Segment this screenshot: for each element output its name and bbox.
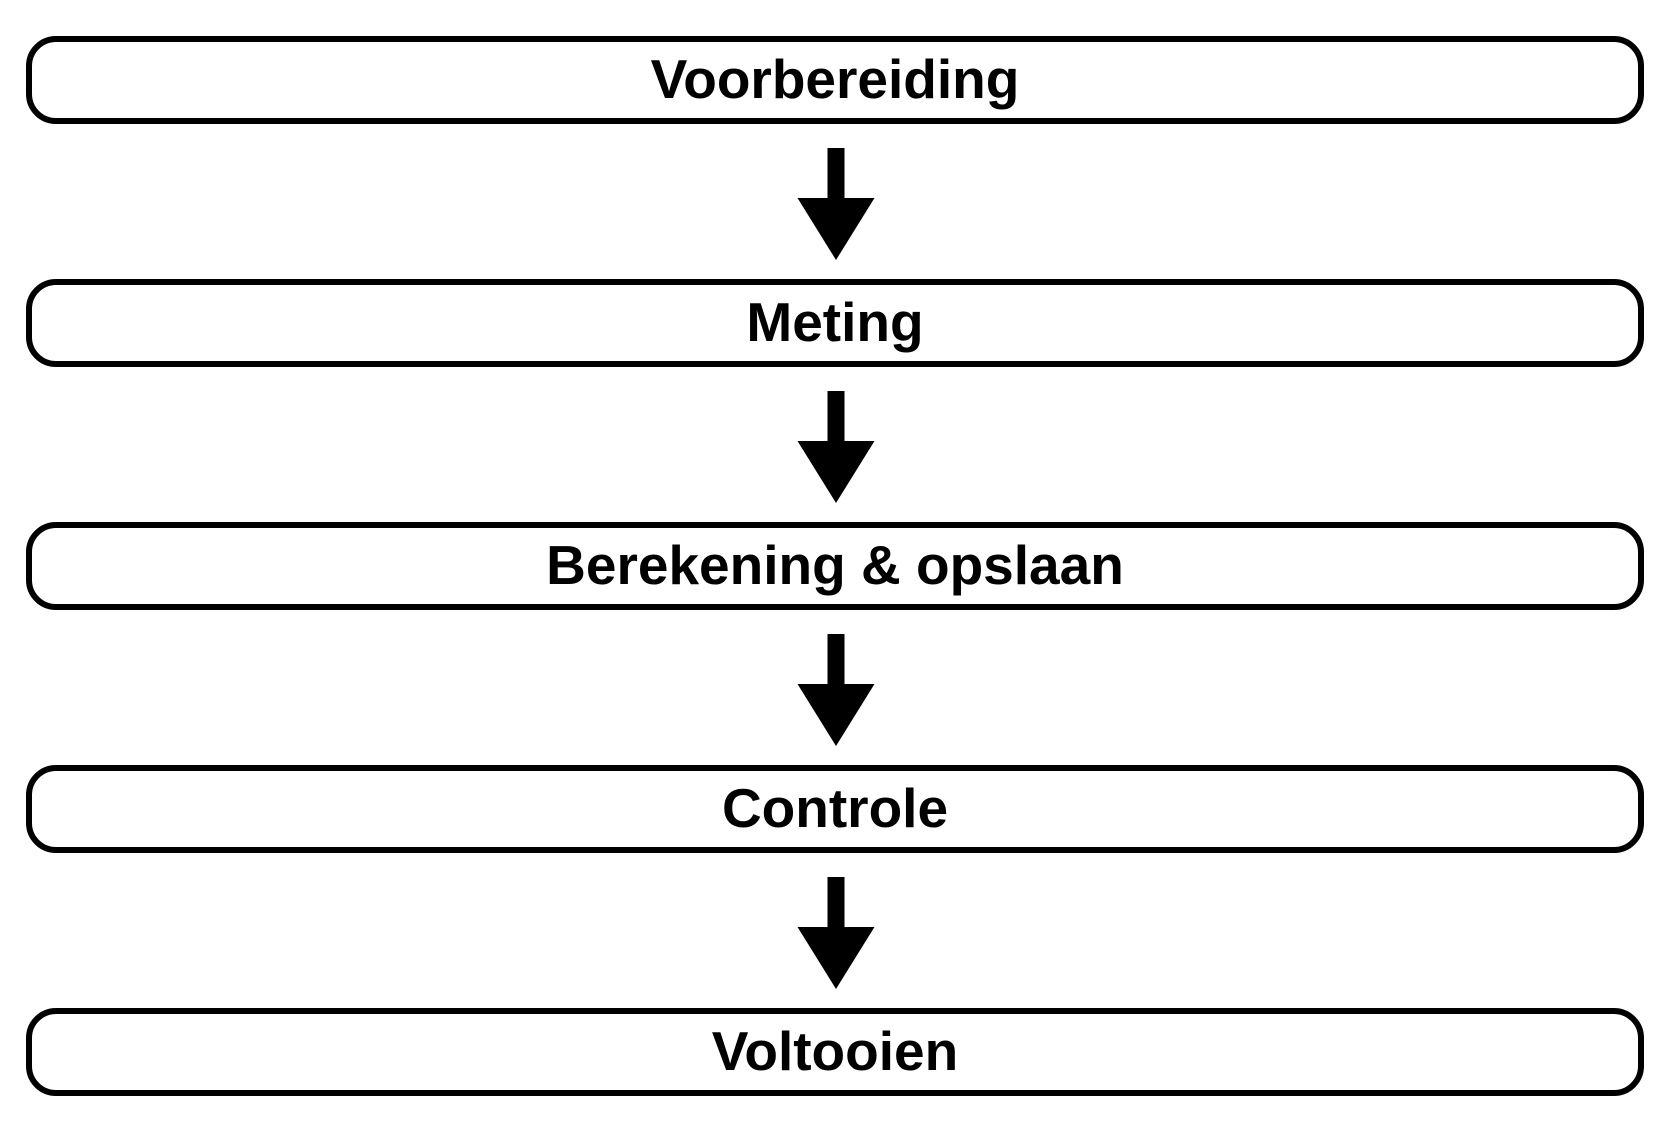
- flow-step-voltooien: Voltooien: [26, 1008, 1644, 1096]
- flow-step-voorbereiding: Voorbereiding: [26, 36, 1644, 124]
- step-label-controle: Controle: [721, 776, 949, 839]
- step-label-meting: Meting: [746, 290, 924, 353]
- arrow-down-icon: [796, 877, 876, 989]
- flow-step-meting: Meting: [26, 279, 1644, 367]
- step-label-berekening-opslaan: Berekening & opslaan: [546, 533, 1124, 596]
- arrow-down-icon: [796, 634, 876, 746]
- flow-step-controle: Controle: [26, 765, 1644, 853]
- step-label-voltooien: Voltooien: [711, 1019, 959, 1082]
- arrow-down-icon: [796, 148, 876, 260]
- flow-step-berekening-opslaan: Berekening & opslaan: [26, 522, 1644, 610]
- arrow-down-icon: [796, 391, 876, 503]
- step-label-voorbereiding: Voorbereiding: [650, 47, 1020, 110]
